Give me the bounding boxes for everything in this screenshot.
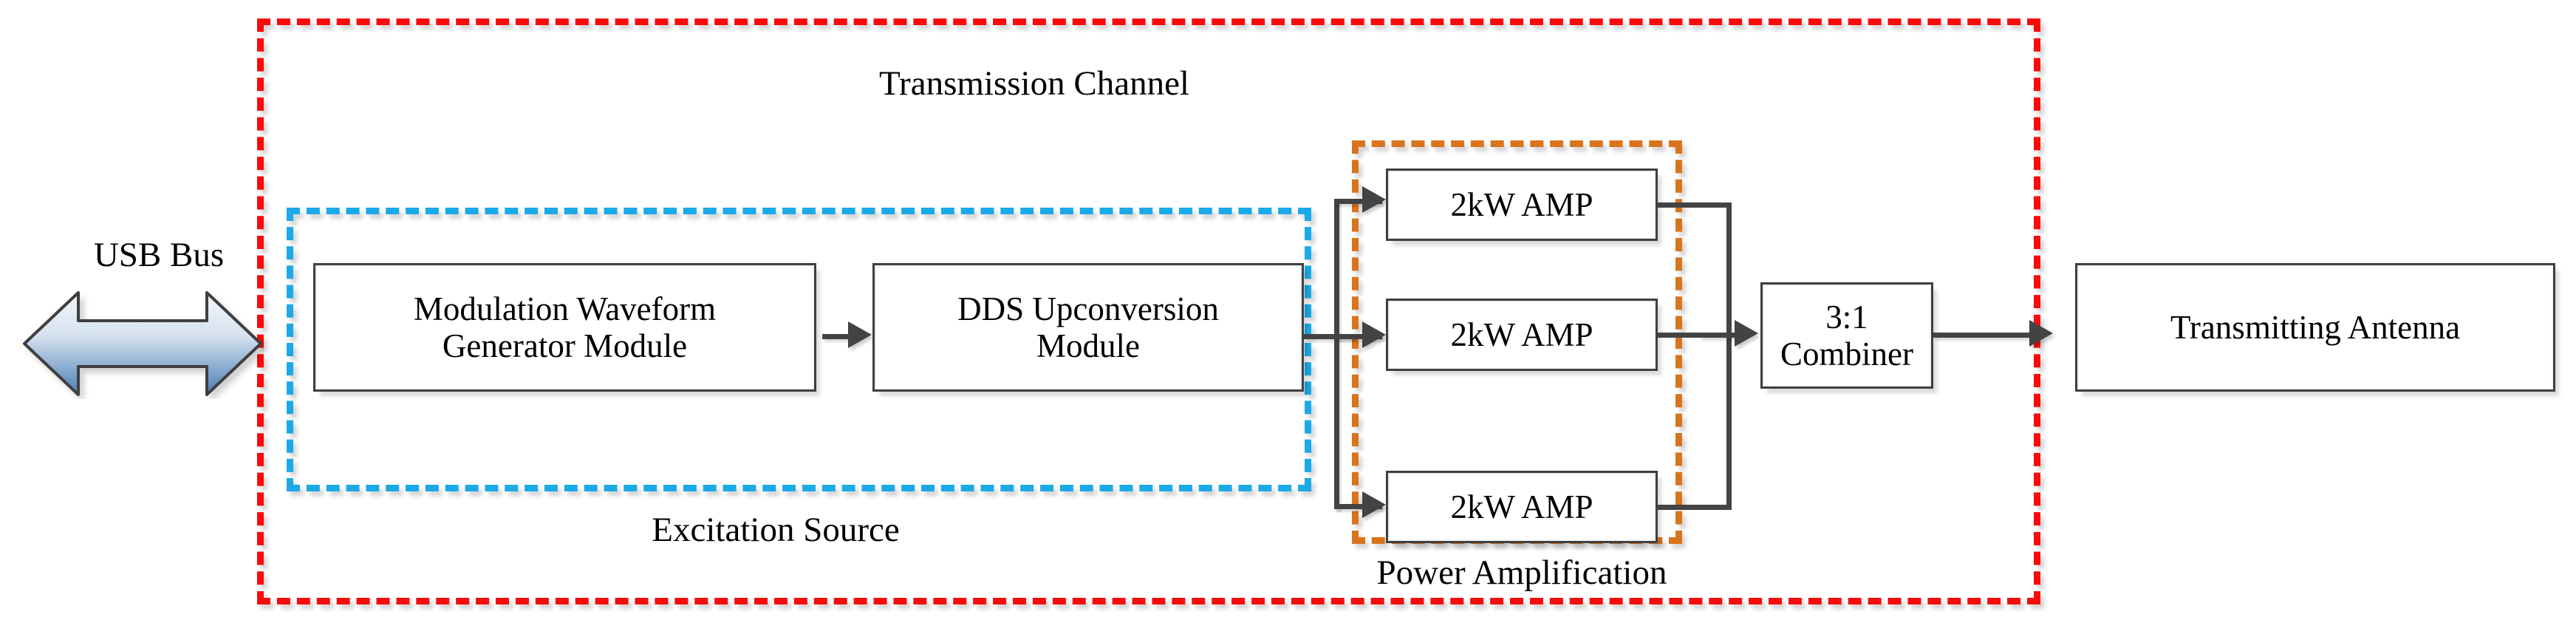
wire-split-to-amp1 (1334, 199, 1382, 204)
wire-amp3-to-combine-bus (1658, 505, 1732, 510)
block-amp-3[interactable]: 2kW AMP (1386, 471, 1658, 543)
block-label-line2: Generator Module (442, 327, 688, 364)
block-label-line1: Modulation Waveform (413, 290, 717, 327)
block-label-line2: Module (1036, 327, 1140, 364)
wire-amp1-to-combine-bus (1658, 202, 1732, 208)
block-combiner[interactable]: 3:1 Combiner (1760, 282, 1933, 389)
wire-dds-to-split (1304, 334, 1354, 339)
wire-mod-to-dds (822, 334, 852, 339)
wire-split-to-amp3 (1334, 504, 1382, 509)
block-dds-upconversion-module[interactable]: DDS Upconversion Module (872, 263, 1304, 392)
block-label-amp-2: 2kW AMP (1450, 316, 1593, 353)
block-modulation-waveform-generator-module[interactable]: Modulation Waveform Generator Module (313, 263, 816, 392)
wire-combiner-to-antenna (1933, 333, 2037, 338)
group-label-excitation-source: Excitation Source (652, 511, 900, 549)
arrow-right-icon-to-amp3 (1362, 491, 1386, 518)
usb-bus-double-arrow-icon (23, 291, 262, 396)
block-label-transmitting-antenna: Transmitting Antenna (2170, 308, 2461, 346)
group-transmission-channel (257, 18, 2040, 604)
arrow-right-icon-to-amp2 (1362, 321, 1386, 348)
block-label-amp-1: 2kW AMP (1450, 185, 1593, 223)
wire-amp2-to-combine-bus (1658, 333, 1732, 338)
block-label-line1: 3:1 (1825, 298, 1868, 335)
block-transmitting-antenna[interactable]: Transmitting Antenna (2075, 263, 2555, 392)
wire-split-to-amp2 (1334, 334, 1382, 339)
wire-combine-vertical (1726, 202, 1732, 510)
arrow-right-icon-to-amp1 (1362, 186, 1386, 213)
group-excitation-source (287, 208, 1311, 491)
block-label-line1: DDS Upconversion (957, 290, 1219, 327)
wire-split-vertical (1334, 199, 1339, 509)
block-label-line2: Combiner (1780, 335, 1913, 372)
arrow-right-icon-to-antenna (2029, 320, 2053, 347)
block-label-amp-3: 2kW AMP (1450, 488, 1593, 525)
group-label-power-amplification: Power Amplification (1376, 553, 1667, 592)
arrow-right-icon-mod-to-dds (848, 321, 872, 348)
group-label-transmission-channel: Transmission Channel (879, 64, 1189, 103)
usb-bus-label: USB Bus (93, 236, 225, 274)
wire-bus-to-combiner (1699, 333, 1743, 338)
block-amp-1[interactable]: 2kW AMP (1386, 168, 1658, 241)
arrow-right-icon-to-combiner (1735, 320, 1758, 347)
block-amp-2[interactable]: 2kW AMP (1386, 299, 1658, 371)
